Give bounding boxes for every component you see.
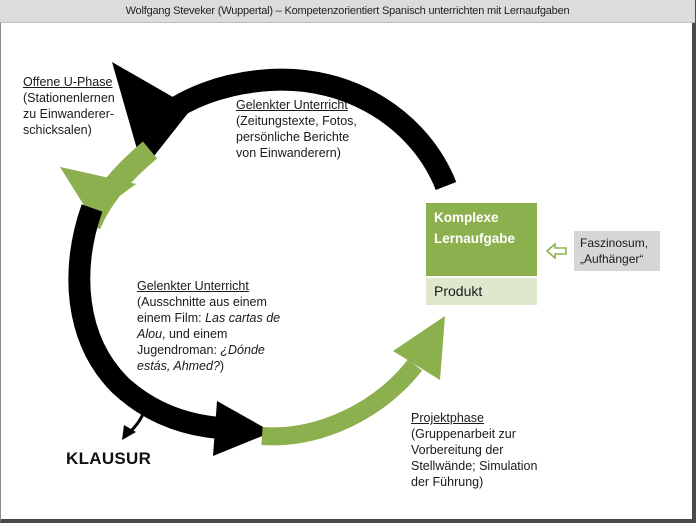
klausur-arrowhead	[122, 425, 136, 440]
phase-offene-heading: Offene U-Phase	[23, 75, 113, 89]
task-box-title: Komplexe	[434, 210, 499, 225]
hollow-left-arrow-icon	[545, 242, 567, 260]
phase-gelenkt-mid: Gelenkter Unterricht (Ausschnitte aus ei…	[137, 278, 280, 374]
phase-projekt-line: Stellwände; Simulation	[411, 459, 538, 473]
klausur-branch	[128, 394, 148, 434]
exam-label: KLAUSUR	[66, 449, 152, 468]
phase-gelenkt-top: Gelenkter Unterricht (Zeitungstexte, Fot…	[236, 97, 357, 161]
arrowhead-top-black	[112, 62, 192, 170]
hook-box: Faszinosum, „Aufhänger“	[574, 231, 660, 271]
phase-offene-line: (Stationenlernen	[23, 91, 115, 105]
phase-gelenkt-top-heading: Gelenkter Unterricht	[236, 98, 348, 112]
phase-offene: Offene U-Phase (Stationenlernen zu Einwa…	[23, 74, 115, 138]
product-label: Produkt	[434, 283, 483, 299]
text-plain: einem Film:	[137, 311, 206, 325]
page-title: Wolfgang Steveker (Wuppertal) – Kompeten…	[125, 5, 570, 17]
phase-projekt-heading: Projektphase	[411, 411, 484, 425]
novel-title-cont: estás, Ahmed?	[137, 359, 220, 373]
text-plain: , und einem	[162, 327, 228, 341]
film-title: Las cartas de	[205, 311, 281, 325]
film-title-cont: Alou	[137, 327, 163, 341]
text-plain: )	[219, 359, 225, 373]
phase-projekt-line: Vorbereitung der	[411, 443, 504, 457]
phase-projekt-line: der Führung)	[411, 475, 484, 489]
task-box: Komplexe Lernaufgabe	[426, 203, 537, 276]
task-box-title: Lernaufgabe	[434, 231, 516, 246]
phase-offene-line: schicksalen)	[23, 123, 92, 137]
phase-offene-line: zu Einwanderer-	[23, 107, 115, 121]
phase-gelenkt-mid-line: Alou, und einem	[137, 326, 280, 342]
phase-gelenkt-mid-heading: Gelenkter Unterricht	[137, 279, 249, 293]
arc-bottom-green	[261, 359, 423, 446]
arrowhead-left-green-tip	[60, 167, 136, 215]
phase-gelenkt-top-line: persönliche Berichte	[236, 130, 350, 144]
arc-top-black	[158, 68, 457, 191]
title-bar: Wolfgang Steveker (Wuppertal) – Kompeten…	[0, 0, 695, 23]
hook-line: „Aufhänger“	[580, 252, 644, 266]
phase-gelenkt-mid-line: (Ausschnitte aus einem	[137, 295, 267, 309]
product-box: Produkt	[426, 278, 537, 305]
arrowhead-bottom-green	[393, 316, 445, 380]
arrowhead-bottom-black	[213, 401, 272, 456]
arc-left-black	[68, 204, 222, 439]
phase-gelenkt-mid-line: einem Film: Las cartas de	[137, 310, 280, 326]
phase-projekt-line: (Gruppenarbeit zur	[411, 427, 516, 441]
phase-gelenkt-top-line: von Einwanderern)	[236, 146, 341, 160]
phase-projekt: Projektphase (Gruppenarbeit zur Vorberei…	[411, 410, 537, 490]
phase-gelenkt-mid-line: estás, Ahmed?)	[137, 358, 280, 374]
novel-title: ¿Dónde	[220, 343, 265, 357]
text-plain: Jugendroman:	[137, 343, 221, 357]
phase-gelenkt-top-line: (Zeitungstexte, Fotos,	[236, 114, 357, 128]
phase-gelenkt-mid-line: Jugendroman: ¿Dónde	[137, 342, 280, 358]
hook-line: Faszinosum,	[580, 236, 649, 250]
